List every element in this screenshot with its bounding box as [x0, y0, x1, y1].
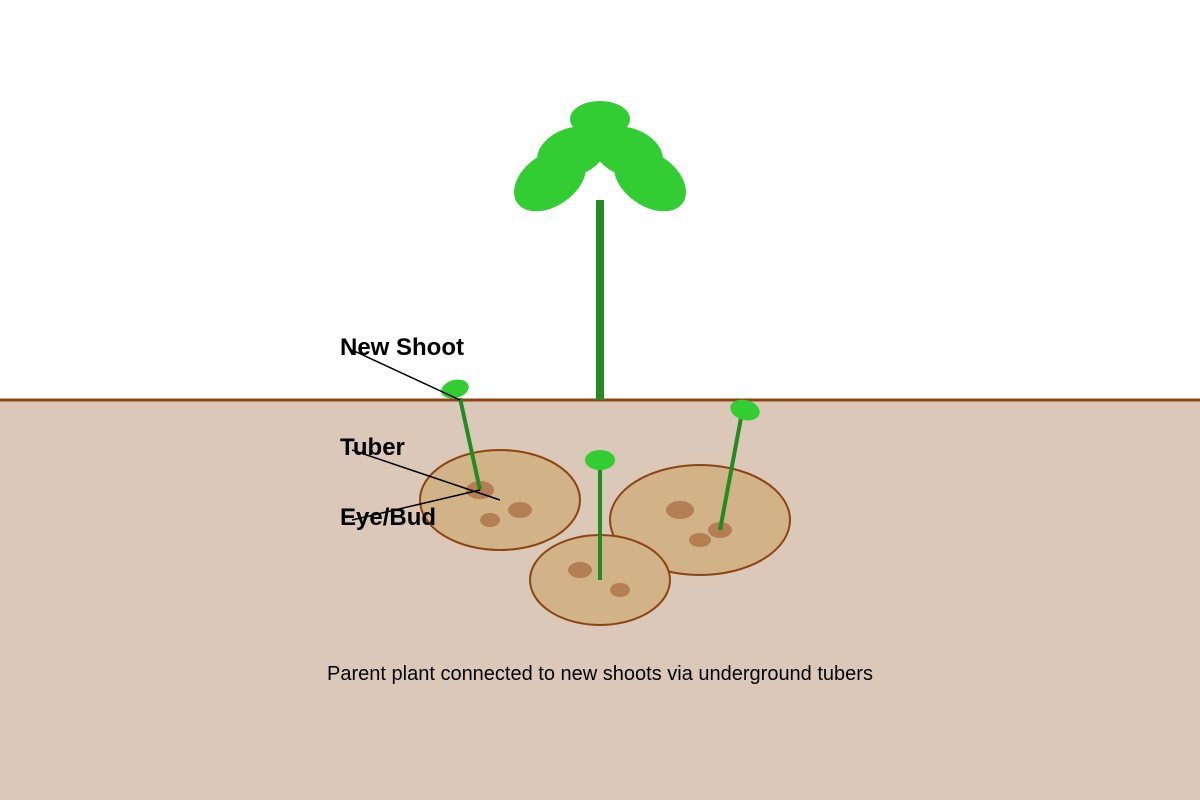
new-shoot-center-leaf	[585, 450, 615, 470]
new-shoot-center	[585, 450, 615, 580]
tuber-right-eye-1	[666, 501, 694, 519]
diagram-caption: Parent plant connected to new shoots via…	[327, 663, 873, 685]
new-shoot-right-leaf	[730, 399, 760, 421]
leader-line-new-shoot	[351, 349, 461, 401]
label-new-shoot: New Shoot	[340, 334, 464, 361]
parent-leaf-right-lower	[613, 148, 687, 212]
tuber-left-eye-3	[480, 513, 500, 527]
parent-plant	[513, 101, 687, 400]
tuber-bottom-eye-1	[568, 562, 592, 578]
tuber-left-eye-2	[508, 502, 532, 518]
tuber-right-eye-3	[689, 533, 711, 547]
tuber-right	[609, 464, 791, 576]
label-eye-bud: Eye/Bud	[340, 504, 436, 531]
label-tuber: Tuber	[340, 434, 405, 461]
parent-leaf-left-lower	[513, 148, 587, 212]
parent-leaf-top	[570, 101, 630, 137]
parent-stem	[596, 200, 604, 400]
tuber-right-body	[609, 464, 791, 576]
tuber-bottom-eye-2	[610, 583, 630, 597]
new-shoot-right-stem	[718, 417, 743, 531]
leader-line-eye-bud	[351, 489, 481, 521]
new-shoot-left-stem	[458, 397, 482, 491]
new-shoot-right	[718, 399, 760, 531]
